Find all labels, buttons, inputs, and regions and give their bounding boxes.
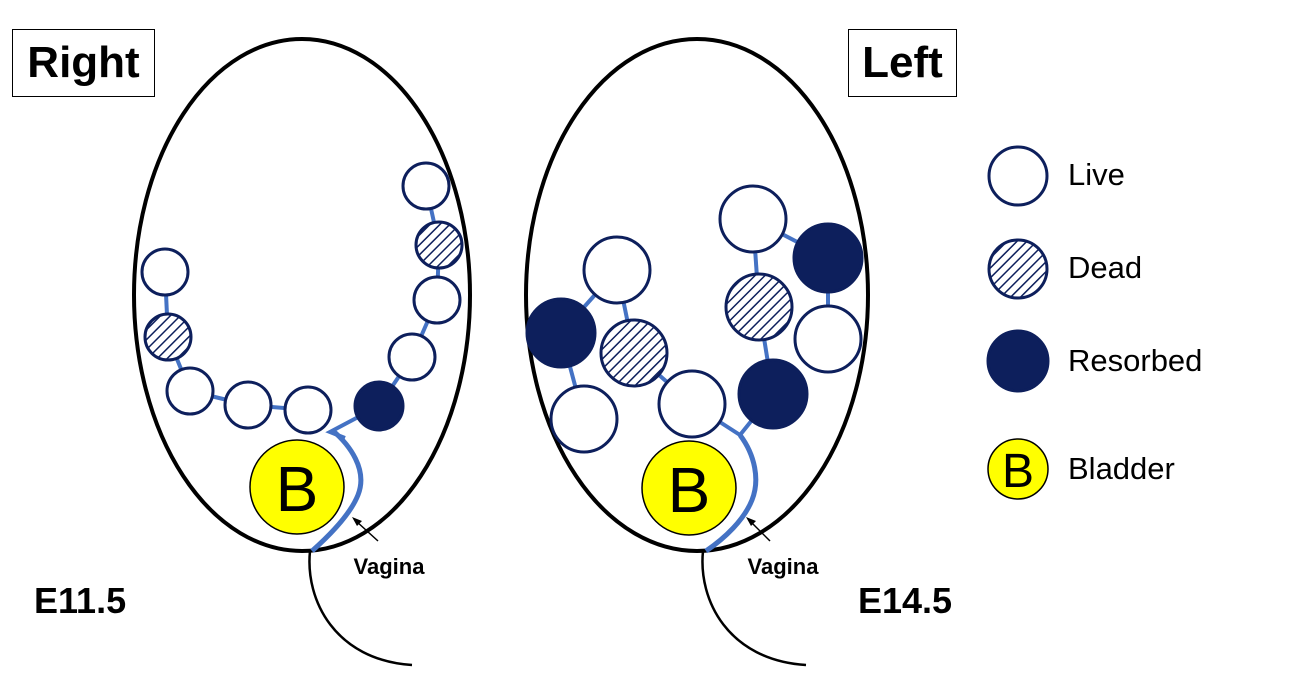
sac-live [718,184,788,254]
vagina-label-e14-5: Vagina [748,554,820,579]
legend-bladder-letter: B [1002,445,1034,498]
legend-live-label: Live [1068,157,1125,192]
sac-dead [599,318,669,388]
legend-dead-swatch [987,238,1049,300]
stage-label-e11-5: E11.5 [34,580,127,621]
sac-dead [414,220,464,270]
sac-live [657,369,727,439]
legend: B [986,145,1050,500]
vagina-tube-e14-5 [704,433,759,554]
uterus-outline-e11-5 [132,37,472,553]
panel-e11-5: B Vagina [132,37,472,667]
vagina-arrow-e14-5 [746,517,771,542]
panel-e14-5: B Vagina [524,37,870,667]
sac-live [387,332,437,382]
tail-line-e14-5 [701,550,807,667]
tail-line-e11-5 [308,550,413,667]
bladder-letter-e14-5: B [668,454,711,526]
sac-resorbed [792,222,864,294]
sac-dead [143,312,193,362]
sac-live [793,304,863,374]
sac-resorbed [737,358,809,430]
sac-resorbed [353,380,405,432]
bladder-e11-5 [249,439,345,535]
legend-resorbed-swatch [986,329,1050,393]
bladder-e14-5 [641,440,737,536]
sac-resorbed [525,297,597,369]
legend-dead-label: Dead [1068,250,1143,285]
legend-bladder-label: Bladder [1068,451,1175,486]
bladder-letter-e11-5: B [276,453,319,525]
sac-live [412,275,462,325]
left-label: Left [848,29,957,97]
sac-live [582,235,652,305]
sac-live [223,380,273,430]
sac-live [283,385,333,435]
legend-resorbed-label: Resorbed [1068,343,1203,378]
legend-live-swatch [987,145,1049,207]
legend-bladder-swatch [987,438,1049,500]
sac-live [165,366,215,416]
right-label: Right [12,29,155,97]
sac-live [401,161,451,211]
sac-live [140,247,190,297]
uterus-outline-e14-5 [524,37,870,553]
vagina-arrow-e11-5 [352,517,379,542]
vagina-tube-e11-5 [310,428,364,553]
sac-dead [724,272,794,342]
vagina-label-e11-5: Vagina [354,554,426,579]
sac-live [549,384,619,454]
stage-label-e14-5: E14.5 [858,580,953,621]
